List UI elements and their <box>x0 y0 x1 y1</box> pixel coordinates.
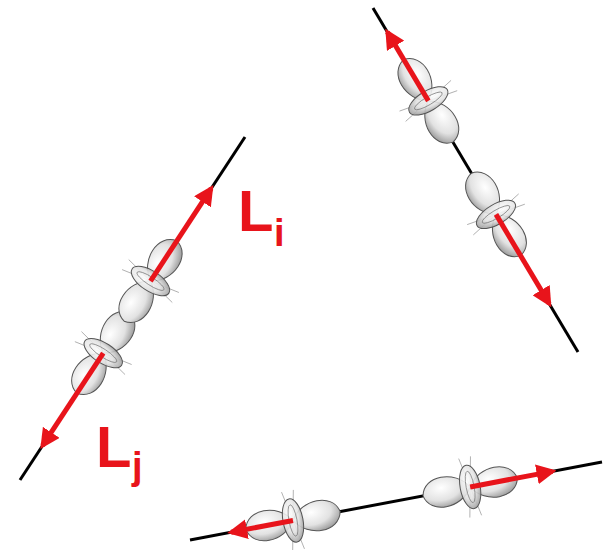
bond-line <box>373 8 578 352</box>
vector-symbol: L <box>96 418 131 476</box>
moment-arrow <box>151 188 212 281</box>
bond-line <box>20 137 245 480</box>
moment-arrow <box>43 353 104 446</box>
vector-subscript: j <box>132 447 143 485</box>
moment-arrow <box>231 521 293 533</box>
orbital-shape <box>417 449 522 526</box>
bond-line <box>190 462 602 540</box>
vector-symbol: L <box>238 182 273 240</box>
vector-subscript: i <box>274 214 285 252</box>
orbital-shape <box>240 482 345 550</box>
moment-arrow <box>496 214 549 303</box>
moment-arrow <box>387 32 428 101</box>
moment-arrow <box>470 471 552 487</box>
